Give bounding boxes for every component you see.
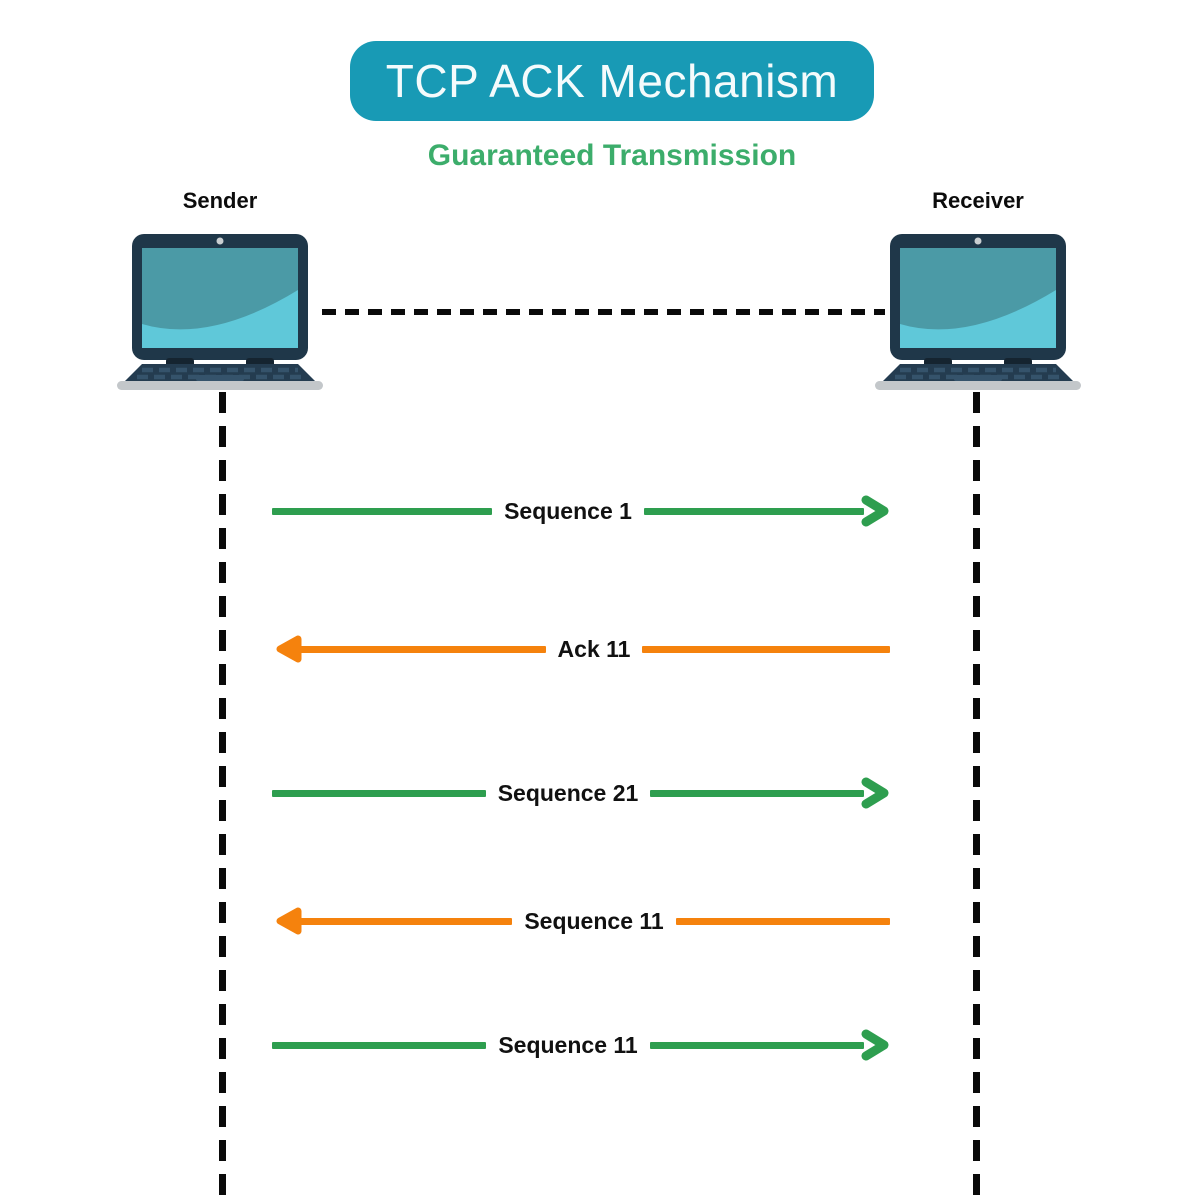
message-row: Sequence 1 xyxy=(272,491,890,531)
receiver-label: Receiver xyxy=(932,188,1024,213)
subtitle: Guaranteed Transmission xyxy=(427,139,797,172)
message-label: Sequence 21 xyxy=(497,779,639,806)
sender-laptop-icon xyxy=(110,232,330,390)
page-title: TCP ACK Mechanism xyxy=(385,55,839,107)
title-banner: TCP ACK Mechanism xyxy=(350,41,874,121)
message-label: Ack 11 xyxy=(557,635,631,662)
message-label: Sequence 11 xyxy=(498,1031,638,1058)
message-line-left xyxy=(272,1041,487,1049)
receiver-laptop-icon xyxy=(868,232,1088,390)
message-line-left xyxy=(298,645,546,653)
arrow-right-icon xyxy=(861,1029,889,1061)
message-row: Sequence 11 xyxy=(272,901,891,941)
message-line-right xyxy=(650,789,865,797)
arrow-right-icon xyxy=(861,495,889,527)
message-line-left xyxy=(272,507,493,515)
message-line-right xyxy=(649,1041,865,1049)
message-line-right xyxy=(642,645,890,653)
connection-dashed-line xyxy=(322,309,885,315)
message-line-right xyxy=(643,507,864,515)
message-label: Sequence 1 xyxy=(504,497,632,524)
message-row: Sequence 11 xyxy=(272,1025,890,1065)
message-row: Sequence 21 xyxy=(272,773,890,813)
message-line-left xyxy=(298,917,513,925)
receiver-lifeline xyxy=(973,392,980,1200)
message-label: Sequence 11 xyxy=(524,907,664,934)
sender-label: Sender xyxy=(182,188,258,213)
message-line-right xyxy=(675,917,891,925)
sender-lifeline xyxy=(219,392,226,1200)
arrow-right-icon xyxy=(861,777,889,809)
message-row: Ack 11 xyxy=(272,629,890,669)
message-line-left xyxy=(272,789,486,797)
